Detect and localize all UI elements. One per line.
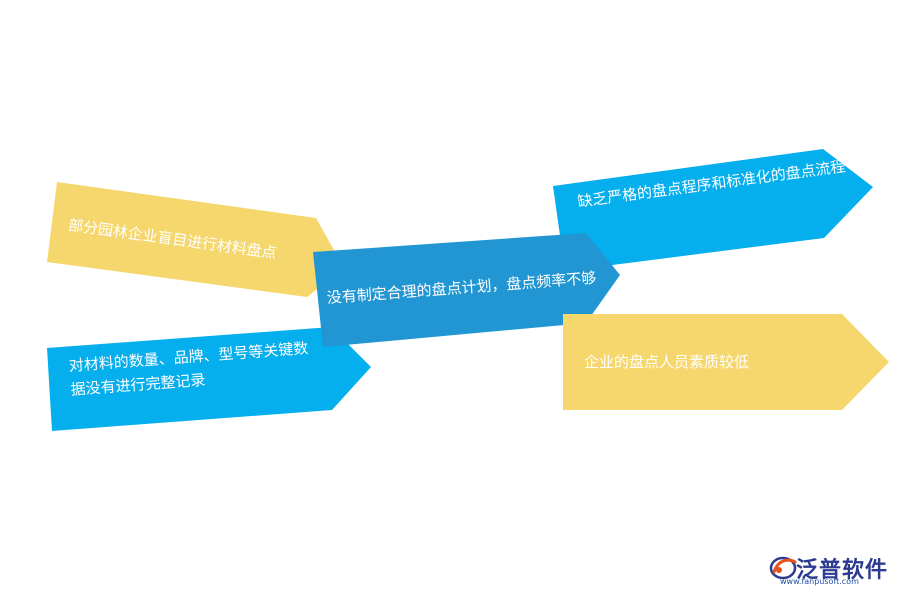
fanpu-logo-icon: [769, 556, 797, 580]
arrow-shape-a2: [47, 327, 371, 431]
brand-url: www.fanpusoft.com: [780, 577, 859, 586]
arrow-shape-b1: [553, 149, 873, 271]
arrow-shape-a1: [47, 182, 344, 297]
arrow-label-b2: 企业的盘点人员素质较低: [584, 353, 750, 371]
brand-name: 泛普软件: [796, 558, 889, 583]
brand-logo: 泛普软件 www.fanpusoft.com: [768, 548, 893, 592]
arrow-shape-center: [313, 233, 620, 347]
arrow-shape-b2: [563, 314, 889, 410]
